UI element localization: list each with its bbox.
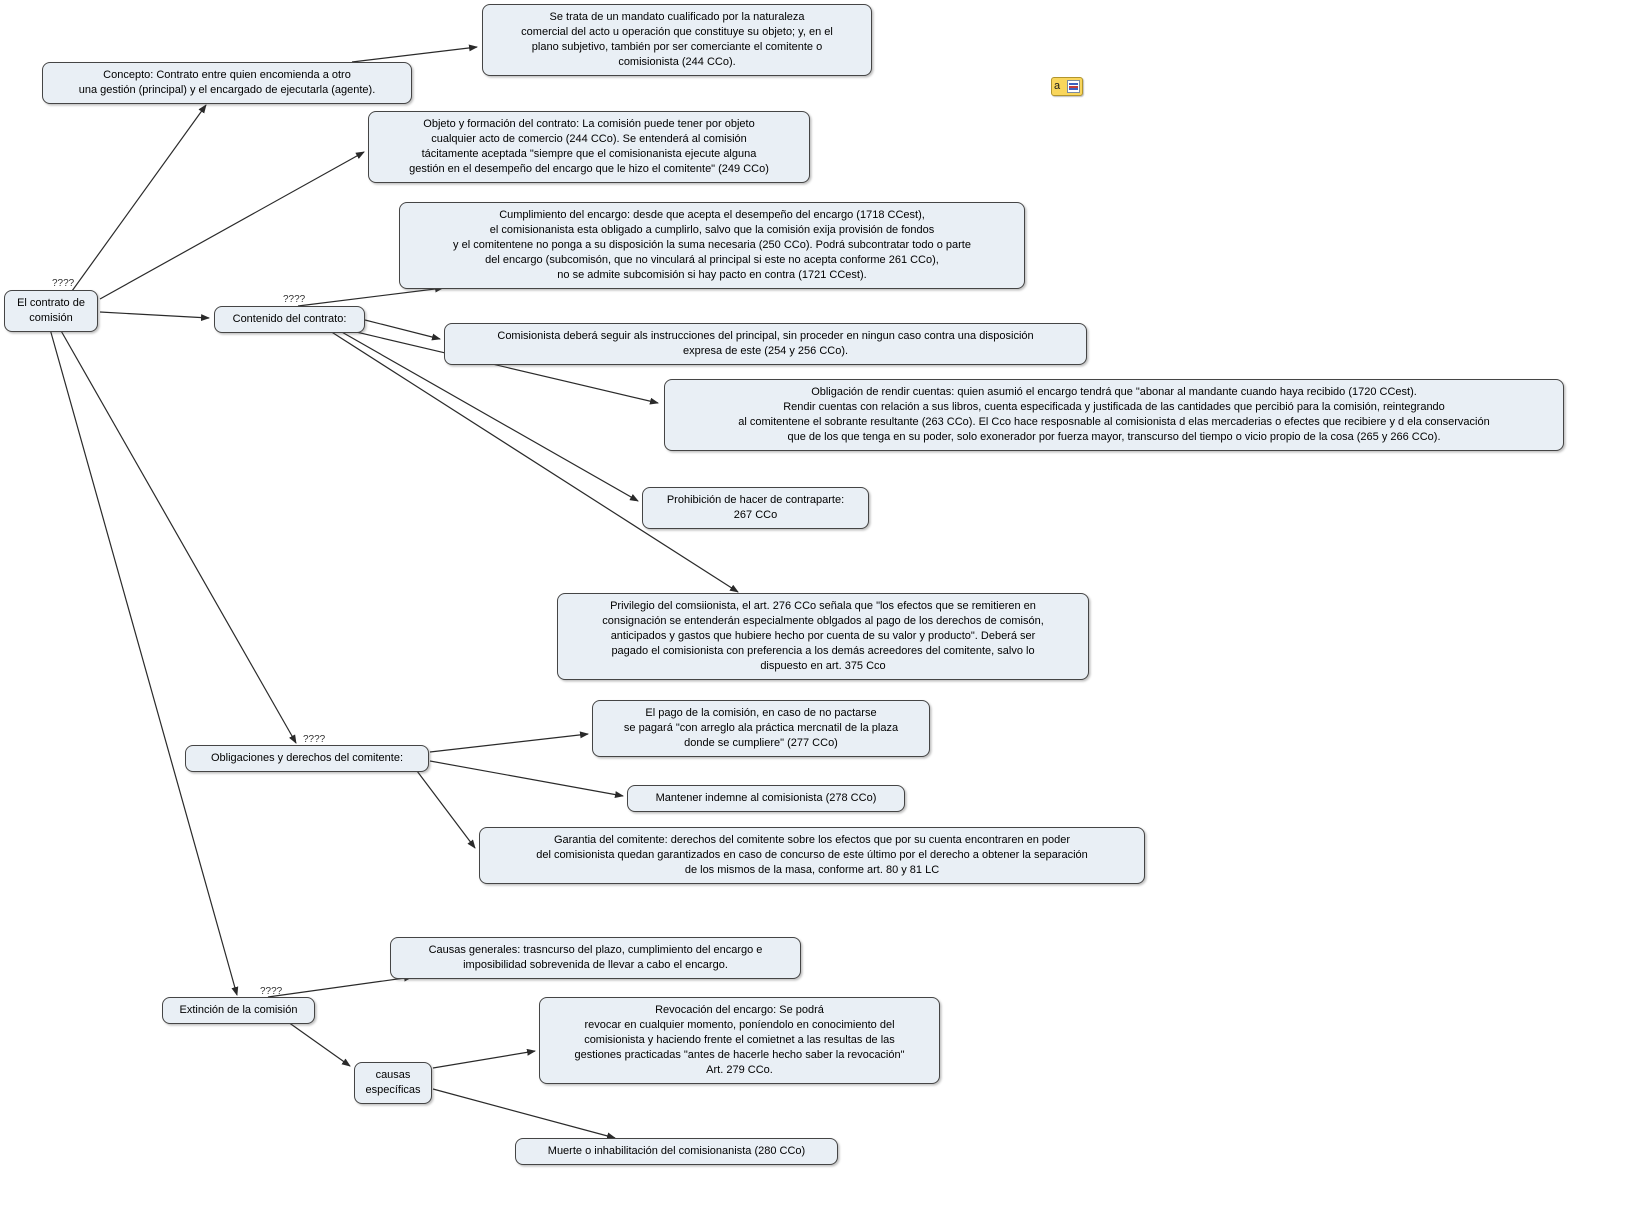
node-privilegio-del-comisionista[interactable]: Privilegio del comsiionista, el art. 276… bbox=[557, 593, 1089, 680]
node-extincion-de-la-comision[interactable]: Extinción de la comisión bbox=[162, 997, 315, 1024]
node-revocacion-del-encargo[interactable]: Revocación del encargo: Se podrá revocar… bbox=[539, 997, 940, 1084]
node-instrucciones-del-principal[interactable]: Comisionista deberá seguir als instrucci… bbox=[444, 323, 1087, 365]
node-prohibicion-contraparte[interactable]: Prohibición de hacer de contraparte: 267… bbox=[642, 487, 869, 529]
node-garantia-del-comitente[interactable]: Garantia del comitente: derechos del com… bbox=[479, 827, 1145, 884]
edge-main-extincion bbox=[49, 328, 239, 996]
edge-main-obligaciones bbox=[59, 328, 297, 744]
edge-main-concepto bbox=[71, 104, 207, 292]
edge-contenido-prohibicion bbox=[339, 330, 639, 502]
node-el-contrato-de-comision[interactable]: El contrato de comisión bbox=[4, 290, 98, 332]
link-label-contenido[interactable]: ???? bbox=[283, 294, 306, 305]
attachment-letter: a bbox=[1054, 80, 1061, 92]
node-causas-especificas[interactable]: causas específicas bbox=[354, 1062, 432, 1104]
edge-causas-especificas-revocacion bbox=[432, 1048, 536, 1069]
edge-main-contenido bbox=[99, 311, 210, 322]
edge-causas-especificas-muerte bbox=[432, 1088, 616, 1140]
edge-extincion-causas-especificas bbox=[287, 1021, 351, 1067]
score-file-icon bbox=[1067, 80, 1080, 93]
edge-obligaciones-garantia bbox=[416, 770, 476, 849]
link-label-extincion[interactable]: ???? bbox=[260, 986, 283, 997]
node-mantener-indemne[interactable]: Mantener indemne al comisionista (278 CC… bbox=[627, 785, 905, 812]
edge-obligaciones-pago bbox=[429, 731, 589, 753]
edge-contenido-cumplimiento bbox=[297, 285, 444, 307]
edge-main-objeto bbox=[99, 151, 365, 300]
node-mandato-cualificado[interactable]: Se trata de un mandato cualificado por l… bbox=[482, 4, 872, 76]
node-cumplimiento-del-encargo[interactable]: Cumplimiento del encargo: desde que acep… bbox=[399, 202, 1025, 289]
node-objeto-y-formacion[interactable]: Objeto y formación del contrato: La comi… bbox=[368, 111, 810, 183]
edge-extincion-causas-generales bbox=[267, 974, 413, 998]
edge-contenido-instrucciones bbox=[364, 319, 441, 341]
node-concepto[interactable]: Concepto: Contrato entre quien encomiend… bbox=[42, 62, 412, 104]
node-contenido-del-contrato[interactable]: Contenido del contrato: bbox=[214, 306, 365, 333]
link-label-obligaciones[interactable]: ???? bbox=[303, 734, 326, 745]
edge-concepto-mandato bbox=[351, 44, 478, 63]
node-pago-de-la-comision[interactable]: El pago de la comisión, en caso de no pa… bbox=[592, 700, 930, 757]
node-muerte-o-inhabilitacion[interactable]: Muerte o inhabilitación del comisionanis… bbox=[515, 1138, 838, 1165]
edge-obligaciones-indemne bbox=[429, 760, 624, 799]
node-obligacion-rendir-cuentas[interactable]: Obligación de rendir cuentas: quien asum… bbox=[664, 379, 1564, 451]
link-label-main[interactable]: ???? bbox=[52, 278, 75, 289]
edge-contenido-privilegio bbox=[329, 330, 739, 593]
node-obligaciones-y-derechos-comitente[interactable]: Obligaciones y derechos del comitente: bbox=[185, 745, 429, 772]
attachment-icon-group[interactable]: a bbox=[1051, 77, 1083, 96]
edge-contenido-rendir bbox=[351, 330, 659, 405]
node-causas-generales[interactable]: Causas generales: trasncurso del plazo, … bbox=[390, 937, 801, 979]
